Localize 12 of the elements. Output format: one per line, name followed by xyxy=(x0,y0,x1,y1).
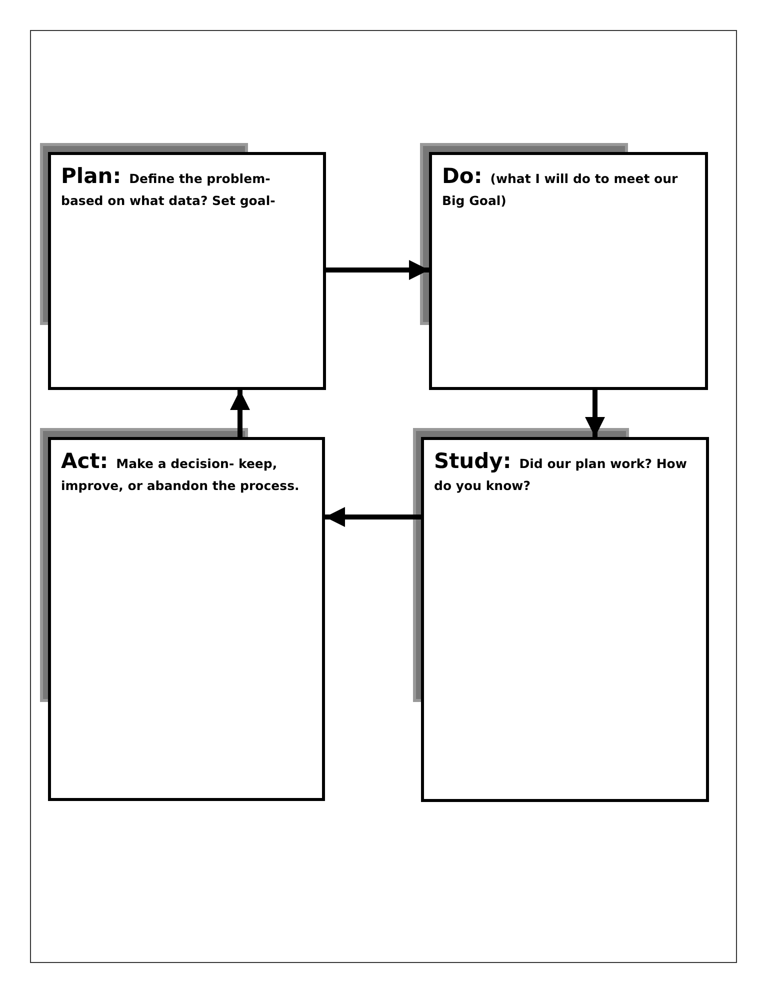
arrow xyxy=(325,507,421,527)
step-box xyxy=(421,437,709,802)
step-text: Study: Did our plan work? How do you know? xyxy=(434,448,688,496)
arrow xyxy=(326,260,429,280)
step-box xyxy=(48,152,326,390)
arrow xyxy=(230,390,250,437)
step-text: Plan: Define the problem- based on what data? Set goal- xyxy=(61,163,276,210)
step-box xyxy=(429,152,708,390)
step-text: Act: Make a decision- keep, improve, or abandon the process. xyxy=(61,448,300,496)
step-text: Do: (what I will do to meet our Big Goal) xyxy=(442,163,679,210)
arrow xyxy=(585,390,605,437)
step-box xyxy=(48,437,325,801)
